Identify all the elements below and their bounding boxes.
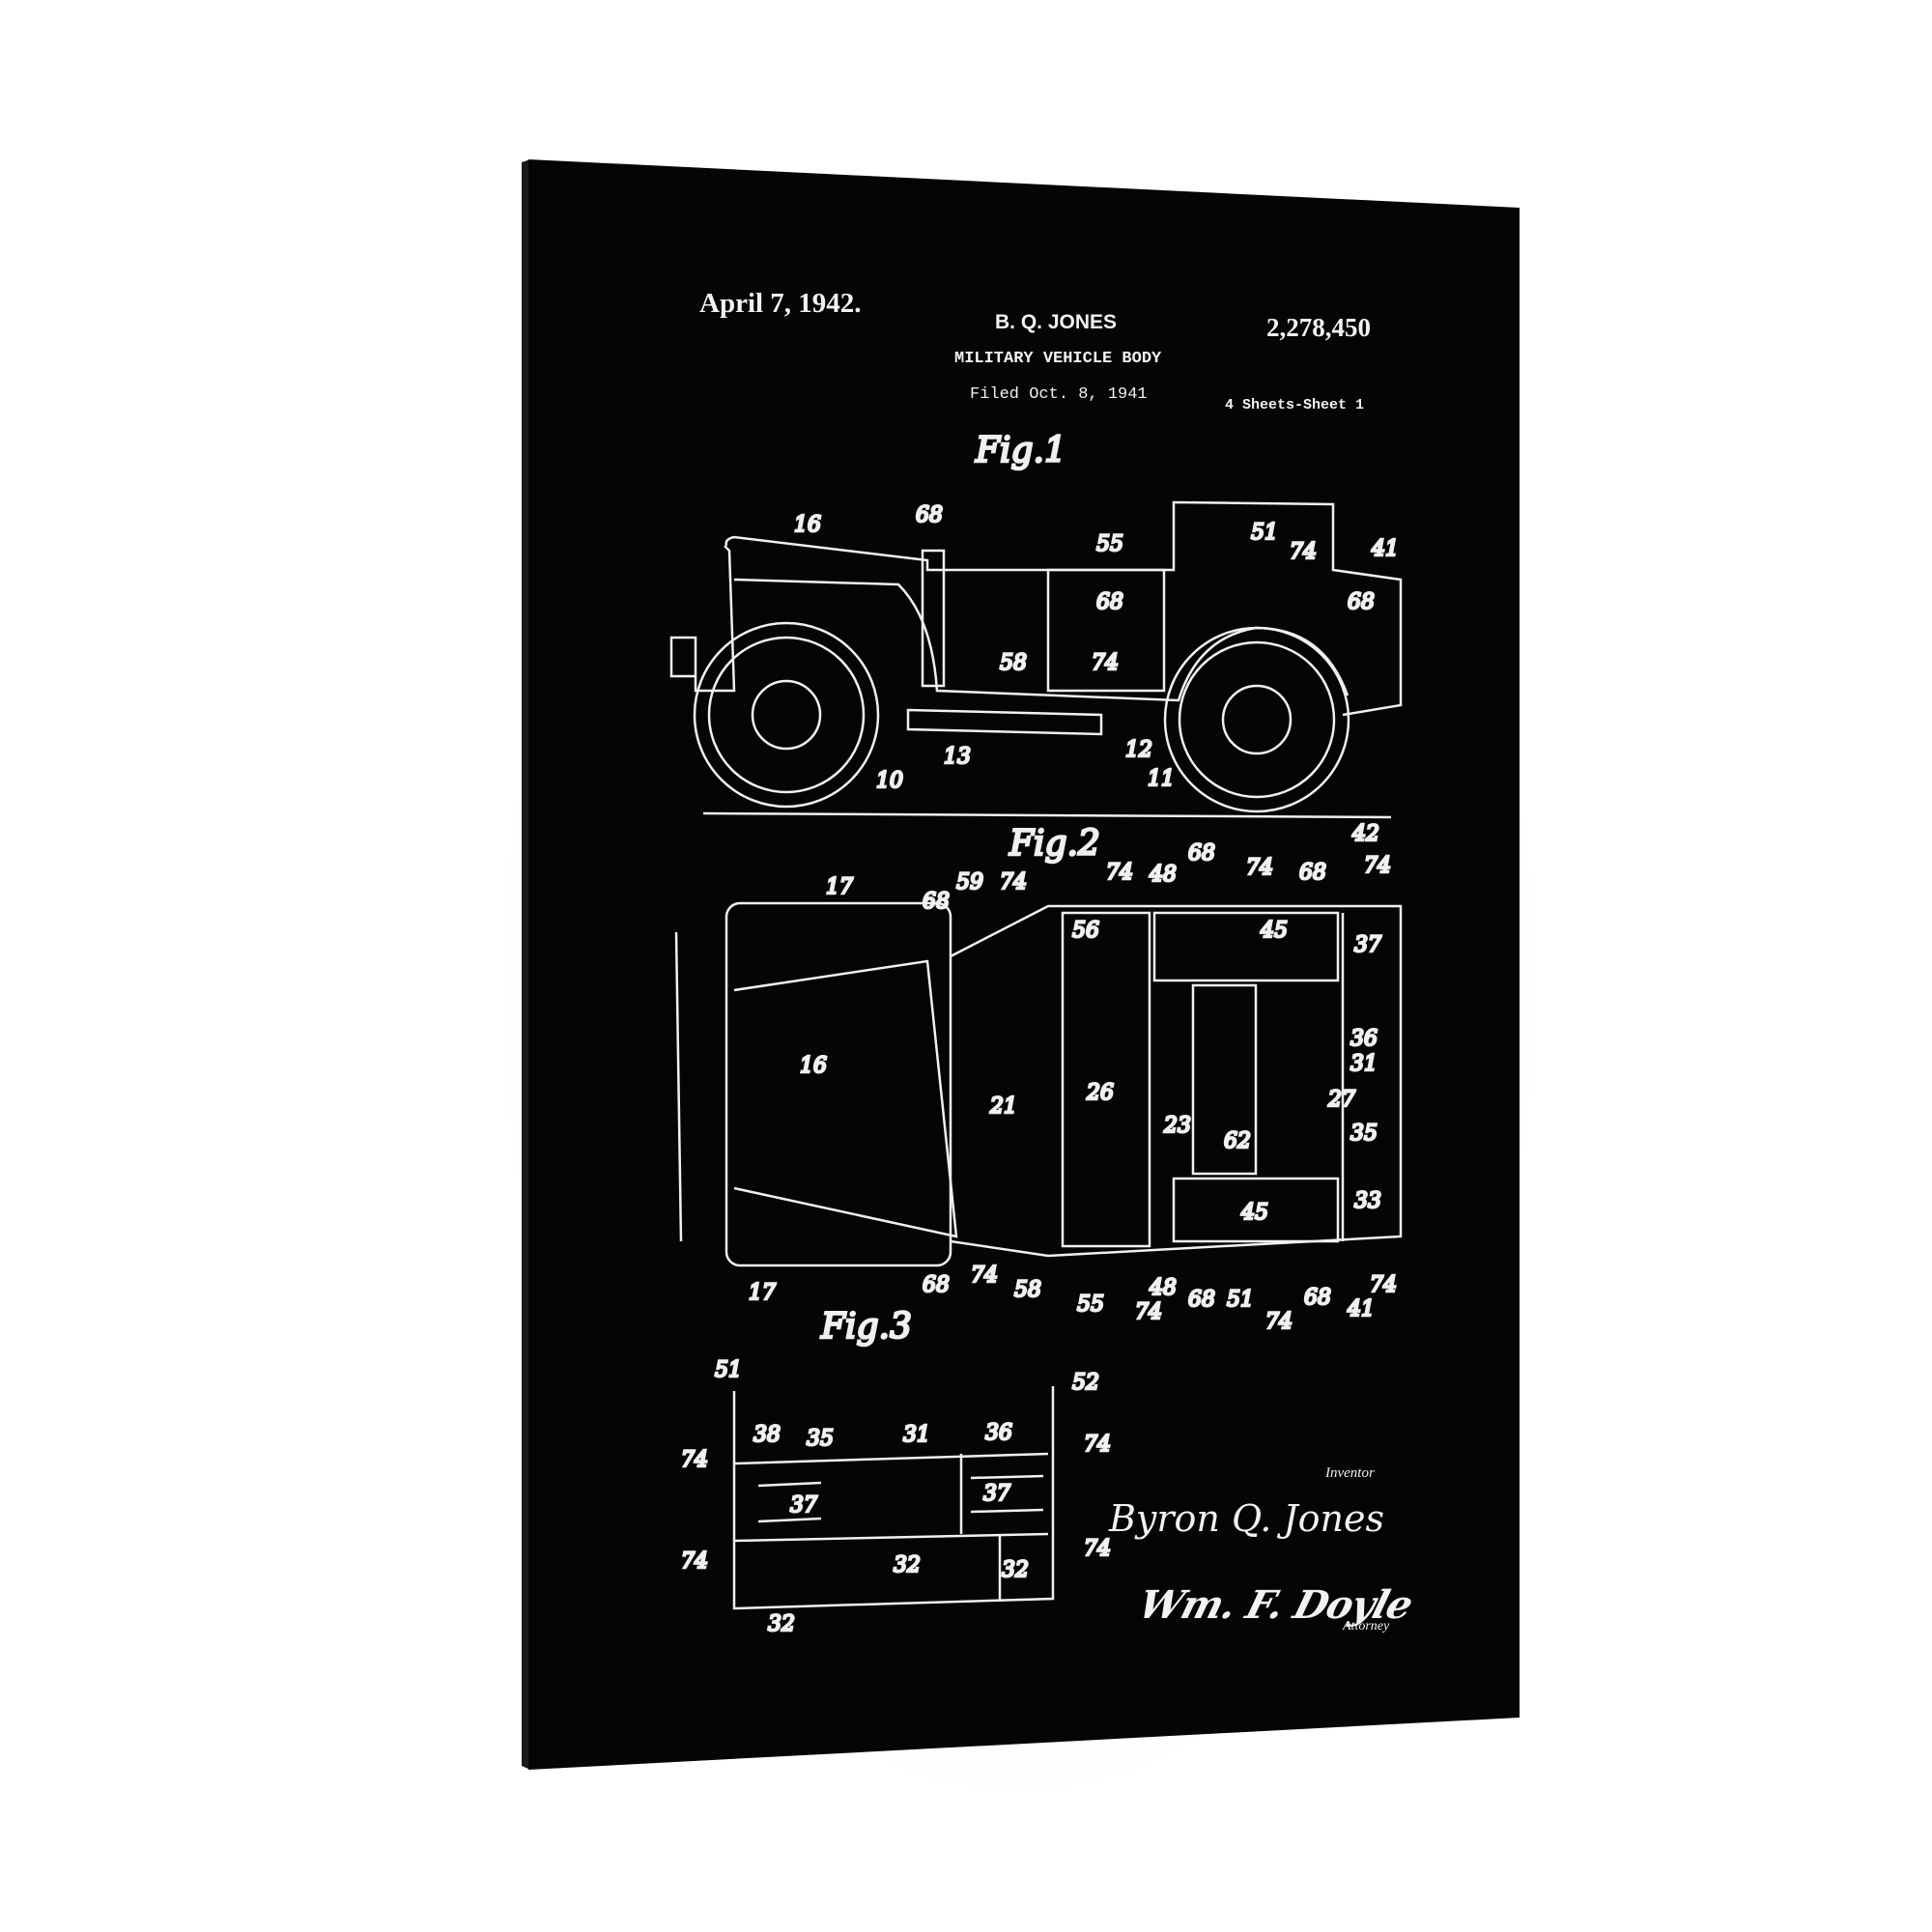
- svg-text:48: 48: [1149, 863, 1177, 887]
- svg-text:38: 38: [753, 1423, 781, 1447]
- fig3-cross-section: [732, 1386, 1055, 1610]
- svg-text:27: 27: [1327, 1088, 1355, 1112]
- svg-text:42: 42: [1351, 822, 1379, 846]
- patent-inventor-name: B. Q. JONES: [995, 311, 1118, 333]
- svg-text:74: 74: [681, 1549, 708, 1574]
- inventor-signature: Byron Q. Jones: [1109, 1497, 1384, 1540]
- svg-text:74: 74: [1084, 1433, 1111, 1457]
- svg-text:52: 52: [1072, 1371, 1099, 1395]
- svg-text:74: 74: [1106, 861, 1133, 885]
- svg-text:32: 32: [894, 1553, 921, 1577]
- patent-filed-date: Filed Oct. 8, 1941: [970, 385, 1148, 404]
- svg-text:37: 37: [1354, 933, 1381, 957]
- svg-text:35: 35: [807, 1427, 834, 1451]
- svg-text:41: 41: [1371, 537, 1399, 561]
- svg-text:41: 41: [1347, 1297, 1375, 1321]
- svg-text:68: 68: [1299, 861, 1326, 885]
- svg-text:48: 48: [1149, 1276, 1177, 1300]
- svg-text:51: 51: [1251, 521, 1278, 545]
- svg-text:58: 58: [1000, 651, 1027, 675]
- svg-text:55: 55: [1077, 1293, 1104, 1317]
- svg-text:16: 16: [794, 513, 821, 537]
- svg-text:74: 74: [1000, 870, 1027, 895]
- svg-text:33: 33: [1354, 1189, 1381, 1213]
- svg-text:68: 68: [1304, 1286, 1331, 1310]
- svg-text:62: 62: [1224, 1129, 1251, 1153]
- svg-text:35: 35: [1350, 1122, 1378, 1146]
- fig3-label: Fig.3: [820, 1307, 912, 1347]
- patent-title: MILITARY VEHICLE BODY: [954, 350, 1162, 368]
- fig1-label: Fig.1: [975, 431, 1066, 470]
- svg-text:56: 56: [1072, 919, 1099, 943]
- svg-text:74: 74: [1135, 1300, 1162, 1324]
- svg-text:26: 26: [1086, 1081, 1114, 1105]
- svg-text:13: 13: [944, 745, 971, 769]
- svg-text:74: 74: [1265, 1310, 1293, 1334]
- svg-text:51: 51: [715, 1358, 742, 1382]
- svg-text:68: 68: [1188, 1288, 1215, 1312]
- svg-text:74: 74: [1370, 1273, 1397, 1297]
- svg-text:37: 37: [790, 1493, 817, 1518]
- svg-text:74: 74: [1092, 651, 1119, 675]
- svg-text:10: 10: [876, 769, 903, 793]
- svg-text:31: 31: [903, 1423, 930, 1447]
- svg-text:45: 45: [1240, 1201, 1268, 1225]
- svg-text:16: 16: [800, 1054, 827, 1078]
- fig2-top-view: [674, 901, 1403, 1267]
- fig3-reference-numbers: 51 52 38 35 31 36 74 74 37 37 74 74 32 3…: [680, 1357, 1113, 1638]
- svg-text:32: 32: [768, 1612, 795, 1636]
- svg-text:37: 37: [983, 1482, 1010, 1506]
- patent-number: 2,278,450: [1266, 313, 1371, 342]
- svg-text:31: 31: [1350, 1052, 1378, 1076]
- svg-text:68: 68: [923, 890, 950, 914]
- svg-text:17: 17: [826, 875, 853, 899]
- svg-text:11: 11: [1148, 767, 1175, 791]
- fig2-reference-numbers: 17 68 59 74 74 48 68 74 68 42 74 56 45 3…: [748, 821, 1399, 1336]
- patent-date: April 7, 1942.: [699, 288, 862, 319]
- svg-text:55: 55: [1096, 532, 1123, 556]
- patent-sheets: 4 Sheets-Sheet 1: [1225, 397, 1365, 413]
- svg-text:74: 74: [1290, 540, 1317, 564]
- svg-text:74: 74: [681, 1448, 708, 1472]
- inventor-label: Inventor: [1325, 1465, 1375, 1481]
- svg-text:17: 17: [749, 1281, 776, 1305]
- svg-text:58: 58: [1014, 1278, 1041, 1302]
- svg-text:21: 21: [989, 1094, 1017, 1119]
- svg-text:51: 51: [1227, 1288, 1254, 1312]
- svg-text:68: 68: [1096, 590, 1123, 614]
- svg-text:68: 68: [923, 1273, 950, 1297]
- svg-text:32: 32: [1002, 1558, 1029, 1582]
- fig1-side-view: [669, 500, 1403, 819]
- svg-text:68: 68: [916, 503, 943, 527]
- fig2-label: Fig.2: [1009, 824, 1100, 864]
- svg-text:74: 74: [1246, 856, 1273, 880]
- svg-text:74: 74: [1084, 1537, 1111, 1561]
- svg-text:36: 36: [985, 1421, 1012, 1445]
- svg-text:36: 36: [1350, 1027, 1378, 1051]
- svg-text:23: 23: [1163, 1114, 1191, 1138]
- svg-text:68: 68: [1348, 590, 1375, 614]
- svg-text:74: 74: [971, 1264, 998, 1288]
- svg-text:59: 59: [956, 870, 983, 895]
- svg-text:45: 45: [1260, 919, 1288, 943]
- fig1-reference-numbers: 16 68 55 51 74 41 68 68 58 74 13 10 12 1…: [793, 502, 1401, 795]
- attorney-label: Attorney: [1343, 1619, 1390, 1634]
- svg-text:68: 68: [1188, 841, 1215, 866]
- svg-text:12: 12: [1125, 738, 1152, 762]
- svg-text:74: 74: [1364, 854, 1391, 878]
